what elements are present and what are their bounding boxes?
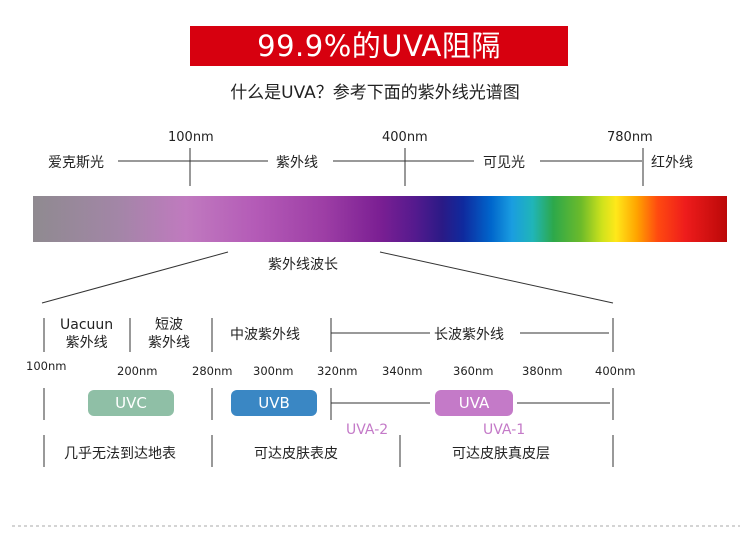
effect-dermis: 可达皮肤真皮层 xyxy=(450,443,552,463)
effect-epidermis: 可达皮肤表皮 xyxy=(252,443,340,463)
funnel-right xyxy=(379,251,614,304)
wavelength-340nm: 340nm xyxy=(382,364,423,378)
spectrum-bar xyxy=(33,196,727,242)
region-label-uv: 紫外线 xyxy=(274,152,320,172)
spectrum-caption: 紫外线波长 xyxy=(266,254,340,274)
funnel-left xyxy=(41,251,229,304)
wavelength-100nm: 100nm xyxy=(26,359,67,373)
wavelength-400nm: 400nm xyxy=(595,364,636,378)
category-short-line1: 短波 xyxy=(155,317,183,333)
wavelength-300nm: 300nm xyxy=(253,364,294,378)
title-banner: 99.9%的UVA阻隔 xyxy=(190,26,568,66)
band-uva1: UVA-1 xyxy=(483,422,526,438)
category-vacuum-line2: 紫外线 xyxy=(65,335,108,351)
region-label-ir: 红外线 xyxy=(649,152,695,172)
category-vacuum-uv: Uacuun 紫外线 xyxy=(58,316,116,352)
band-uvb: UVB xyxy=(231,390,317,416)
band-uva2: UVA-2 xyxy=(346,422,389,438)
category-medium-uv: 中波紫外线 xyxy=(228,324,302,344)
category-vacuum-line1: Uacuun xyxy=(60,317,114,333)
wavelength-360nm: 360nm xyxy=(453,364,494,378)
tick-label-400nm: 400nm xyxy=(382,130,428,145)
subtitle: 什么是UVA？参考下面的紫外线光谱图 xyxy=(230,83,520,103)
effect-surface: 几乎无法到达地表 xyxy=(62,443,178,463)
region-label-visible: 可见光 xyxy=(481,152,527,172)
band-uvc: UVC xyxy=(88,390,174,416)
category-long-uv: 长波紫外线 xyxy=(432,324,506,344)
wavelength-280nm: 280nm xyxy=(192,364,233,378)
category-short-uv: 短波 紫外线 xyxy=(146,316,192,352)
wavelength-320nm: 320nm xyxy=(317,364,358,378)
region-label-xray: 爱克斯光 xyxy=(46,152,106,172)
band-uva: UVA xyxy=(435,390,513,416)
tick-label-780nm: 780nm xyxy=(607,130,653,145)
wavelength-200nm: 200nm xyxy=(117,364,158,378)
category-short-line2: 紫外线 xyxy=(148,335,190,351)
wavelength-380nm: 380nm xyxy=(522,364,563,378)
tick-label-100nm: 100nm xyxy=(168,130,214,145)
